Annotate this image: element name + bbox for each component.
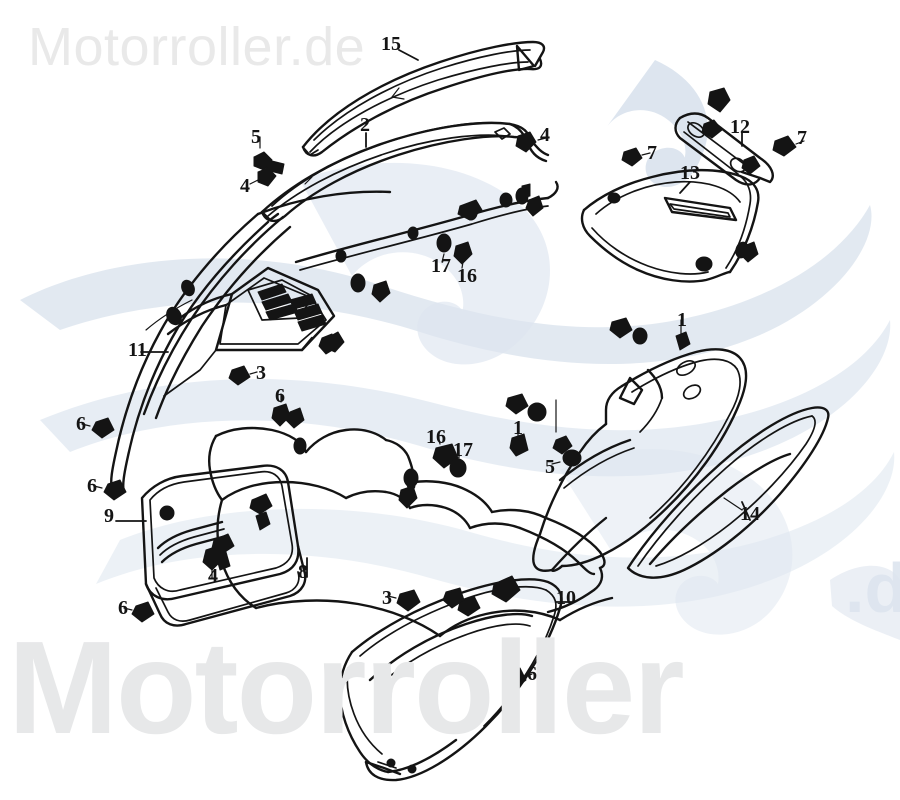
callout-5-upper-left: 5	[251, 126, 261, 148]
callout-7-left: 7	[647, 142, 657, 164]
callout-4-upper-left: 4	[240, 175, 250, 197]
part-8-side-body-cover	[208, 426, 614, 638]
callout-16-lower: 16	[426, 426, 446, 448]
callout-6-left-upper: 6	[76, 413, 86, 435]
callout-2: 2	[360, 114, 370, 136]
callout-16-upper: 16	[457, 265, 477, 287]
callout-4-upper-right: 4	[540, 124, 550, 146]
callout-7-right: 7	[797, 127, 807, 149]
part-15-top-edge-trim-strip	[301, 40, 546, 157]
callout-12: 12	[730, 116, 750, 138]
part-13-rear-center-cover	[580, 168, 760, 283]
watermark-bottom: Motorroller	[8, 612, 685, 763]
part-14-slim-trim-blade	[626, 406, 830, 579]
part-10-lower-side-shroud	[338, 575, 563, 782]
leader-lines	[115, 49, 751, 603]
callout-3-left: 3	[256, 362, 266, 384]
callout-6-left-mid: 6	[87, 475, 97, 497]
center-support-rail	[294, 180, 559, 271]
watermark-bottom-main: Motorroller	[8, 614, 685, 761]
part-11-front-side-fairing	[110, 190, 392, 494]
callout-17-lower: 17	[453, 439, 473, 461]
callout-4-lower-left: 4	[208, 565, 218, 587]
right-side-cover	[532, 319, 748, 572]
callout-6-center: 6	[275, 385, 285, 407]
callout-6-left-lower: 6	[118, 597, 128, 619]
callout-10: 10	[556, 587, 576, 609]
callout-13: 13	[680, 162, 700, 184]
callout-1-right: 1	[677, 309, 687, 331]
callout-17-upper: 17	[431, 255, 451, 277]
watermark-top: Motorroller.de	[28, 17, 366, 77]
fastener-hardware	[81, 87, 805, 691]
watermark-swoosh: .d	[20, 60, 900, 640]
callout-6-bottom: 6	[527, 663, 537, 685]
callout-9: 9	[104, 505, 114, 527]
callout-14: 14	[740, 503, 760, 525]
callout-11: 11	[128, 339, 147, 361]
callout-3-lower: 3	[382, 587, 392, 609]
callout-15: 15	[381, 33, 401, 55]
svg-text:.d: .d	[845, 549, 900, 627]
callout-5-center: 5	[545, 456, 555, 478]
callout-6-center-lower: 6	[406, 473, 416, 495]
callout-8: 8	[298, 561, 308, 583]
part-12-mounting-bracket	[674, 112, 774, 186]
callout-1-center: 1	[513, 417, 523, 439]
